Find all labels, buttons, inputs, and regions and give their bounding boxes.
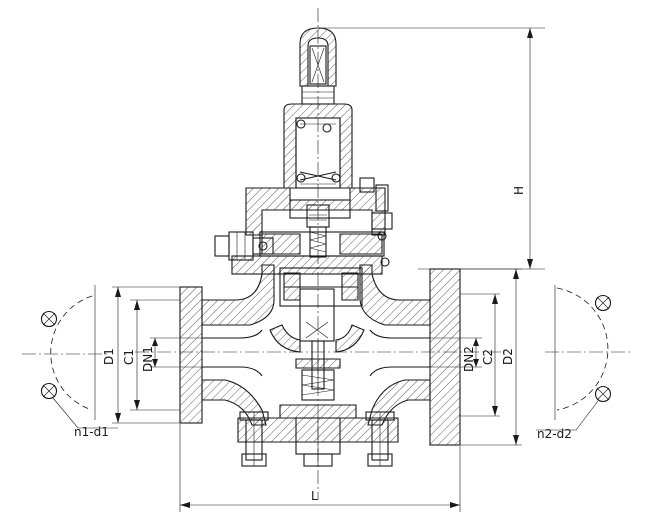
left-flange-view: n1-d1 (22, 285, 118, 439)
c1-label: C1 (122, 349, 136, 365)
dn1-label: DN1 (141, 346, 155, 372)
valve-stem (279, 340, 357, 419)
right-flange-view: n2-d2 (536, 285, 632, 441)
dimension-l: L (179, 424, 461, 512)
h-label: H (512, 186, 526, 195)
dimension-dn1: DN1 (141, 337, 202, 372)
dimension-dn2: DN2 (430, 337, 482, 372)
adjusting-cap (299, 27, 337, 87)
pilot-fitting (214, 231, 274, 261)
bolt-hole (40, 310, 58, 328)
n1-d1-label: n1-d1 (74, 425, 109, 439)
bolt-hole (594, 294, 612, 312)
n2-d2-label: n2-d2 (537, 427, 572, 441)
l-label: L (311, 489, 318, 503)
valve-body (179, 264, 461, 446)
c2-label: C2 (481, 349, 495, 365)
dn2-label: DN2 (462, 346, 476, 372)
dimension-c1: C1 (122, 299, 180, 411)
dimension-c2: C2 (460, 293, 500, 417)
bottom-cover (237, 411, 399, 467)
dimension-d1: D1 (102, 286, 180, 424)
bolt-hole (594, 385, 612, 403)
bolt (239, 411, 269, 467)
dimension-d2: D2 (460, 268, 522, 446)
d2-label: D2 (501, 348, 515, 365)
pilot-housing (245, 177, 393, 258)
bolt (365, 411, 395, 467)
bolt-hole (40, 382, 58, 400)
diaphragm-housing (231, 231, 390, 342)
d1-label: D1 (102, 348, 116, 365)
spring-bonnet (283, 85, 353, 189)
